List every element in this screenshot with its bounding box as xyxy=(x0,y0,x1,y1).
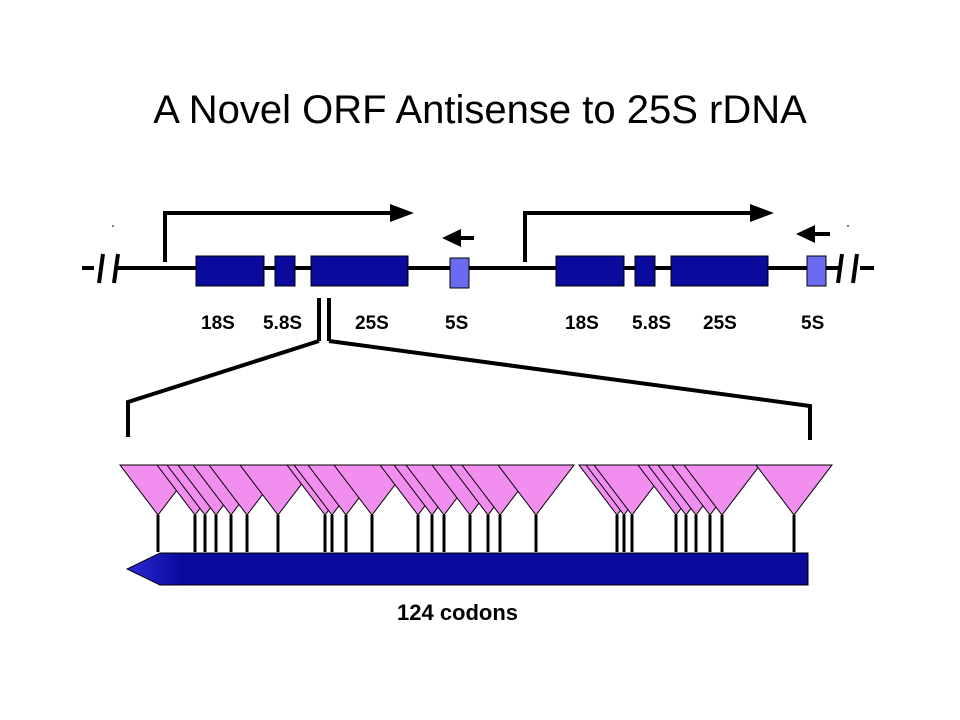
transcript-arrow-2 xyxy=(523,211,755,262)
gene-5s xyxy=(806,255,827,287)
repeat-unit-1: 18S 5.8S 25S 5S xyxy=(163,204,474,334)
gene-5s xyxy=(449,257,470,289)
break-right-icon xyxy=(836,253,859,284)
arrow-left-icon xyxy=(796,225,815,243)
label-5s: 5S xyxy=(445,313,468,334)
orf-sites xyxy=(118,464,834,552)
label-5-8s: 5.8S xyxy=(632,313,671,334)
gene-25s xyxy=(310,255,409,287)
site-triangle-26 xyxy=(682,464,762,516)
site-triangle-18 xyxy=(496,464,576,516)
label-25s: 25S xyxy=(703,313,737,334)
transcript-arrow-1 xyxy=(163,211,395,262)
arrow-left-icon xyxy=(442,229,461,247)
site-triangle-27 xyxy=(754,464,834,516)
slide-title: A Novel ORF Antisense to 25S rDNA xyxy=(153,88,807,132)
orf-label: 124 codons xyxy=(397,600,518,625)
label-5-8s: 5.8S xyxy=(263,313,302,334)
zoom-guides xyxy=(126,298,812,440)
gene-18s xyxy=(555,255,625,287)
gene-25s xyxy=(670,255,769,287)
break-left-icon xyxy=(97,253,120,284)
gene-18s xyxy=(195,255,265,287)
repeat-unit-2: 18S 5.8S 25S 5S xyxy=(523,204,830,334)
gene-5-8s xyxy=(274,255,296,287)
label-5s: 5S xyxy=(801,313,824,334)
arrow-right-icon xyxy=(750,204,774,222)
arrow-right-icon xyxy=(390,204,414,222)
gene-5-8s xyxy=(634,255,656,287)
label-18s: 18S xyxy=(565,313,599,334)
orf-bar xyxy=(125,552,809,586)
label-25s: 25S xyxy=(355,313,389,334)
label-18s: 18S xyxy=(201,313,235,334)
